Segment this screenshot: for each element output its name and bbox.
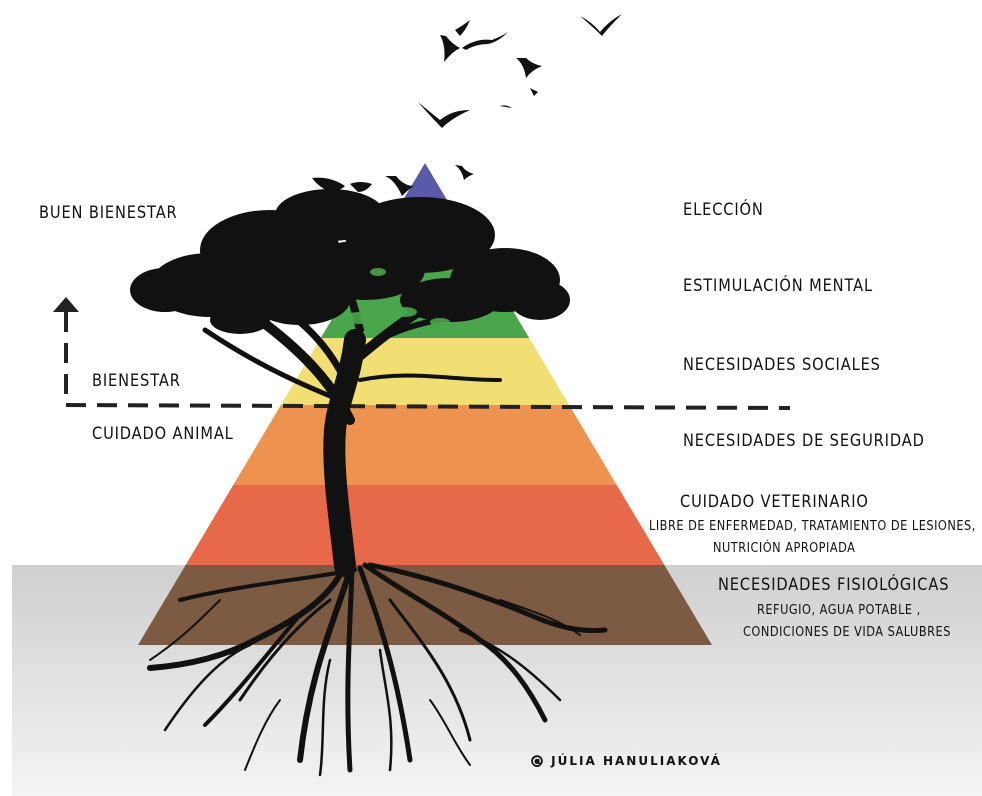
level-subtitle-fisiologicas-1: REFUGIO, AGUA POTABLE ,	[757, 602, 921, 618]
level-subtitle-veterinario-1: LIBRE DE ENFERMEDAD, TRATAMIENTO DE LESI…	[649, 518, 976, 534]
copyright-icon	[531, 755, 543, 767]
label-bienestar: BIENESTAR	[92, 371, 181, 391]
level-subtitle-veterinario-2: NUTRICIÓN APROPIADA	[713, 540, 856, 556]
tree-canopy-icon	[130, 189, 570, 334]
canopy-gaps	[342, 268, 450, 326]
label-buen-bienestar: BUEN BIENESTAR	[39, 203, 178, 223]
level-title-necesidades-fisiologicas: NECESIDADES FISIOLÓGICAS	[718, 575, 950, 595]
label-cuidado-animal: CUIDADO ANIMAL	[92, 424, 234, 444]
welfare-threshold-dashed-line	[53, 297, 791, 410]
tree-roots-icon	[147, 562, 608, 777]
flying-birds-icon	[312, 14, 622, 196]
level-title-cuidado-veterinario: CUIDADO VETERINARIO	[680, 492, 869, 512]
artist-credit: @ JÚLIA HANULIAKOVÁ	[531, 754, 722, 768]
level-subtitle-fisiologicas-2: CONDICIONES DE VIDA SALUBRES	[743, 624, 951, 640]
pyramid-tier-necesidades-de-seguridad	[233, 405, 617, 485]
level-title-necesidades-de-seguridad: NECESIDADES DE SEGURIDAD	[683, 431, 925, 451]
pyramid-tier-cuidado-veterinario	[185, 485, 665, 565]
level-title-estimulacion-mental: ESTIMULACIÓN MENTAL	[683, 276, 873, 296]
arrow-up-icon	[53, 297, 79, 312]
level-title-necesidades-sociales: NECESIDADES SOCIALES	[683, 355, 881, 375]
level-title-eleccion: ELECCIÓN	[683, 200, 764, 220]
